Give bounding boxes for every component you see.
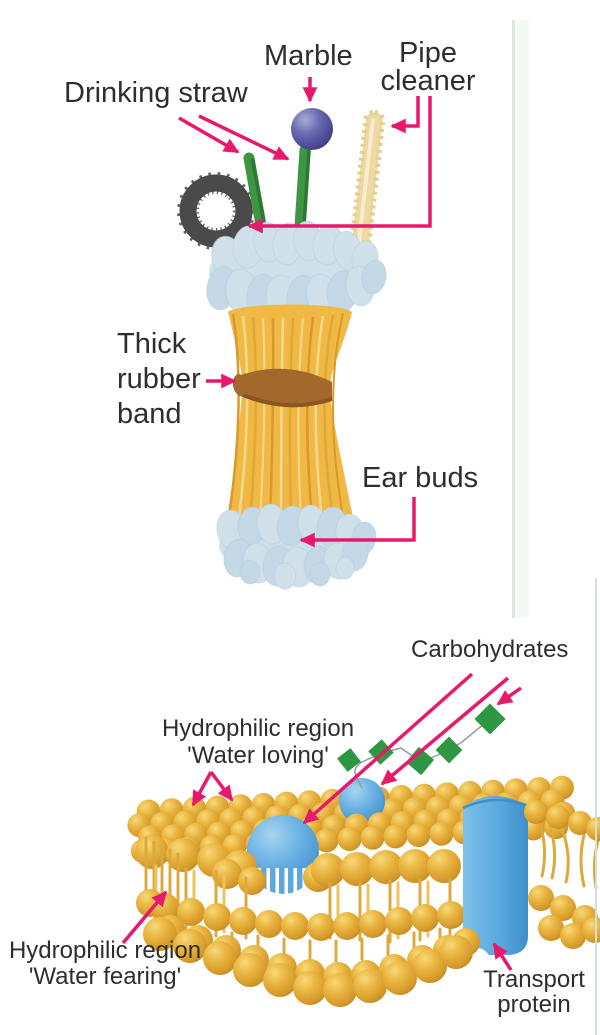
carbohydrates-arrows xyxy=(302,672,522,825)
hydrophilic-bottom-label-line1: Hydrophilic region xyxy=(8,937,202,964)
pipe-cleaner-label: Pipe cleaner xyxy=(378,37,478,97)
rubber-band-label-line2: rubber xyxy=(117,363,201,395)
glycoprotein-sphere xyxy=(339,778,385,824)
rubber-band-label-line3: band xyxy=(117,398,182,430)
transport-protein-label-line2: protein xyxy=(497,991,571,1018)
transport-protein-label-line1: Transport xyxy=(483,966,585,993)
straw-arrows xyxy=(178,114,290,161)
hydrophilic-top-label: Hydrophilic region 'Water loving' xyxy=(158,715,358,769)
hydrophilic-bottom-label-line2: 'Water fearing' xyxy=(28,963,182,990)
pipe-cleaner-label-line2: cleaner xyxy=(380,65,476,97)
protein-sphere xyxy=(247,815,319,894)
cotton-tip-bottom xyxy=(216,503,377,590)
transport-arrow xyxy=(492,942,513,971)
membrane-front-heads xyxy=(135,835,461,895)
right-lipids xyxy=(524,800,600,949)
transport-protein-label: Transport protein xyxy=(464,967,600,1017)
water-fearing-arrow xyxy=(121,890,168,945)
rubber-band-label-line1: Thick xyxy=(117,328,187,360)
carbohydrate-chain xyxy=(337,703,506,789)
stick-bundle xyxy=(227,304,353,527)
hydrophilic-arrows xyxy=(191,770,234,807)
ear-buds-arrow xyxy=(299,497,416,548)
rubber-band-label: Thick rubber band xyxy=(117,327,201,432)
hydrophilic-bottom-label: Hydrophilic region 'Water fearing' xyxy=(5,938,205,990)
carbohydrates-label: Carbohydrates xyxy=(411,636,569,663)
ear-buds-label: Ear buds xyxy=(362,462,479,494)
hydrophilic-top-label-line2: 'Water loving' xyxy=(187,742,329,769)
transport-protein xyxy=(462,796,529,974)
membrane-bottom-rows xyxy=(143,915,480,1007)
cotton-tip-top xyxy=(206,220,387,322)
divider-band xyxy=(516,20,529,618)
divider-line-bottom xyxy=(595,578,597,1035)
membrane-top-face xyxy=(126,775,577,864)
pipe-cleaner-label-line1: Pipe xyxy=(398,37,458,69)
divider-line-top xyxy=(512,20,515,618)
pipe-cleaner-arrows xyxy=(247,96,432,234)
drinking-straw-label: Drinking straw xyxy=(64,77,248,109)
hydrophilic-top-label-line1: Hydrophilic region xyxy=(161,715,355,742)
marble-graphic xyxy=(291,108,333,150)
marble-label: Marble xyxy=(264,40,353,72)
